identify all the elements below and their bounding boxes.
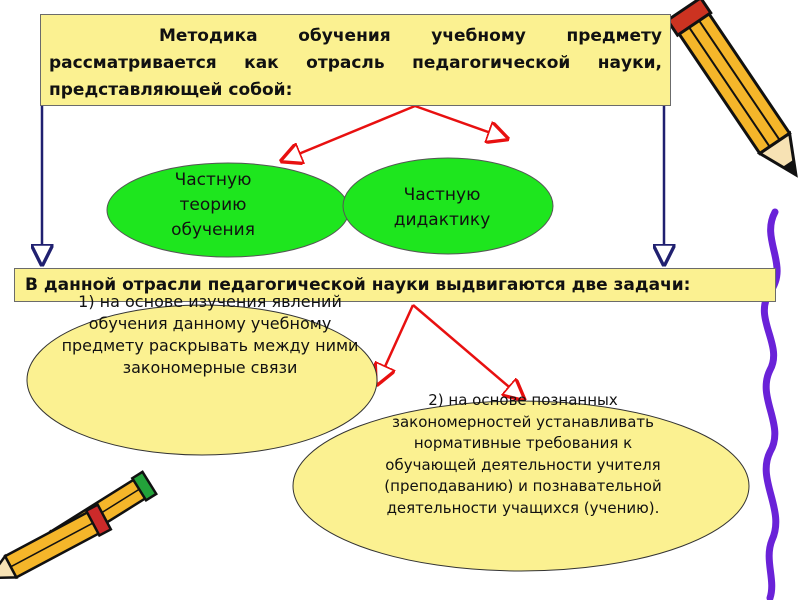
pencil-icon: [0, 505, 111, 591]
task-1-text: 1) на основе изучения явлений обучения д…: [60, 291, 360, 379]
definition-box: Методика обучения учебному предмету расс…: [40, 14, 671, 106]
arrow-to-didactics: [415, 106, 505, 138]
definition-text: Методика обучения учебному предмету расс…: [49, 26, 662, 100]
arrow-to-theory: [284, 106, 415, 160]
arrow-to-task2: [413, 305, 522, 398]
task-2-text: 2) на основе познанных закономерностей у…: [368, 390, 678, 519]
theory-label: Частную теорию обучения: [148, 168, 278, 243]
didactics-label: Частную дидактику: [372, 183, 512, 233]
arrow-to-task1: [378, 305, 413, 382]
pencil-icon: [667, 0, 800, 186]
